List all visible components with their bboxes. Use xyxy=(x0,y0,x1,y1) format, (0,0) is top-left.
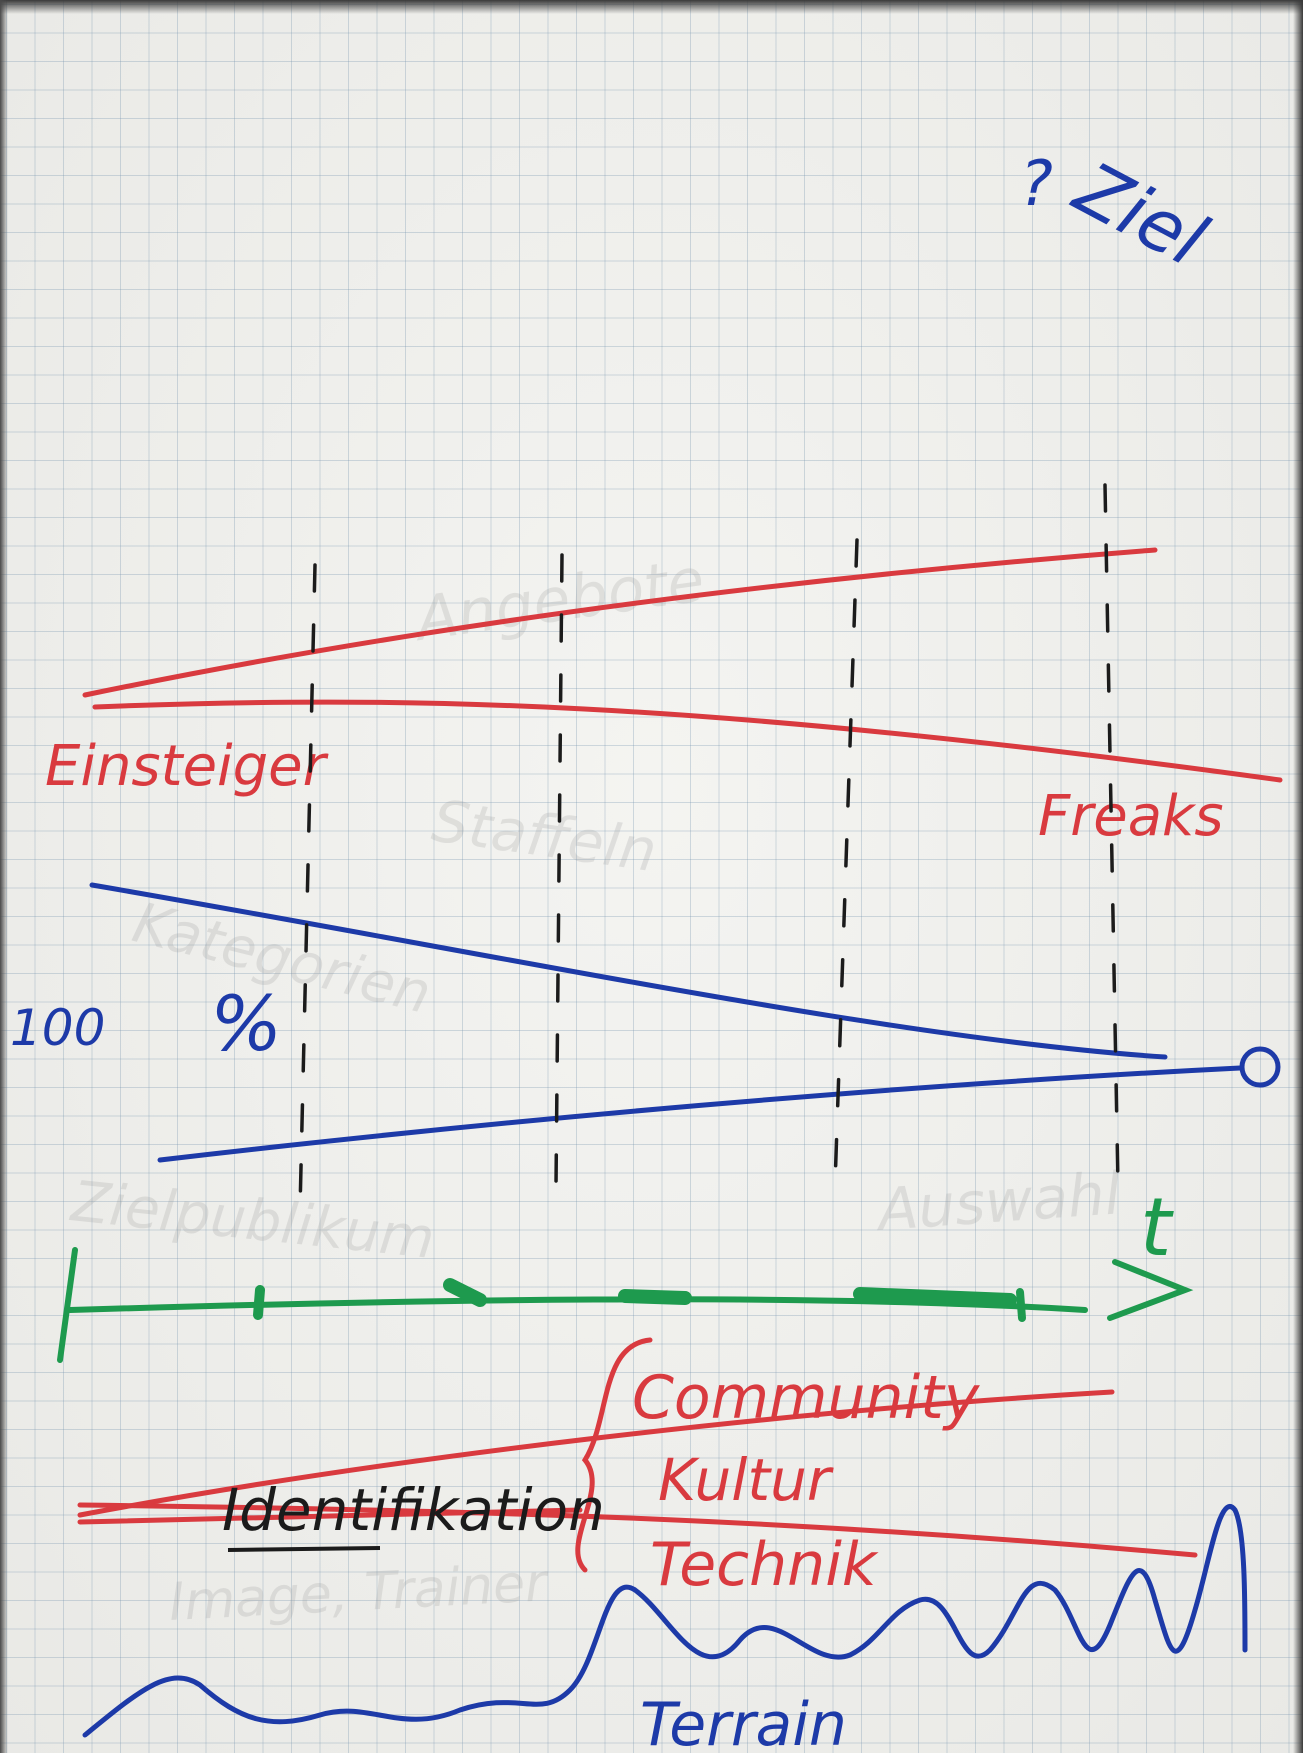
board-right-edge xyxy=(1293,0,1303,1753)
identifikation-label: Identifikation xyxy=(222,1476,605,1544)
technik-label: Technik xyxy=(650,1530,879,1600)
blue-lower-line xyxy=(157,1065,1243,1163)
red-lower-line xyxy=(92,699,1283,783)
ziel-text: Ziel xyxy=(1060,145,1219,283)
einsteiger-label: Einsteiger xyxy=(45,734,329,799)
ghost-text: Auswahl xyxy=(872,1159,1123,1244)
convergence-point xyxy=(1239,1046,1281,1088)
goal-label: ? Ziel xyxy=(1020,145,1219,283)
identifikation-underline xyxy=(227,1546,381,1552)
board-top-edge xyxy=(0,0,1303,14)
red-falling-line xyxy=(77,1502,1198,1558)
blue-upper-line xyxy=(89,882,1168,1060)
percent-value: 100 xyxy=(10,999,105,1057)
stage-separators xyxy=(298,483,1120,1212)
stage-separator xyxy=(833,538,859,1187)
terrain-wave xyxy=(82,1504,1248,1738)
identification-lines xyxy=(77,1337,1198,1573)
red-rising-line xyxy=(77,1389,1115,1518)
axis-arrowhead xyxy=(1107,1259,1194,1321)
stage-separator xyxy=(298,563,317,1212)
time-axis xyxy=(57,1247,1194,1363)
question-mark: ? xyxy=(1020,147,1053,220)
red-bracket xyxy=(575,1337,653,1573)
blue-funnel xyxy=(89,882,1281,1163)
ghost-text: Zielpublikum xyxy=(67,1169,438,1272)
red-upper-line xyxy=(82,547,1158,698)
board-left-edge xyxy=(0,0,8,1753)
time-axis-label: t xyxy=(1140,1181,1174,1274)
kultur-label: Kultur xyxy=(658,1446,834,1514)
ghost-text: Staffeln xyxy=(428,787,661,886)
ghost-text: Image, Trainer xyxy=(168,1553,552,1633)
percent-sign: % xyxy=(210,979,282,1068)
red-base-line xyxy=(77,1507,583,1525)
axis-start-tick xyxy=(57,1247,78,1363)
red-funnel xyxy=(82,547,1283,783)
freaks-label: Freaks xyxy=(1038,784,1224,849)
community-label: Community xyxy=(632,1363,981,1433)
terrain-label: Terrain xyxy=(640,1690,847,1753)
stage-separator xyxy=(554,553,564,1187)
